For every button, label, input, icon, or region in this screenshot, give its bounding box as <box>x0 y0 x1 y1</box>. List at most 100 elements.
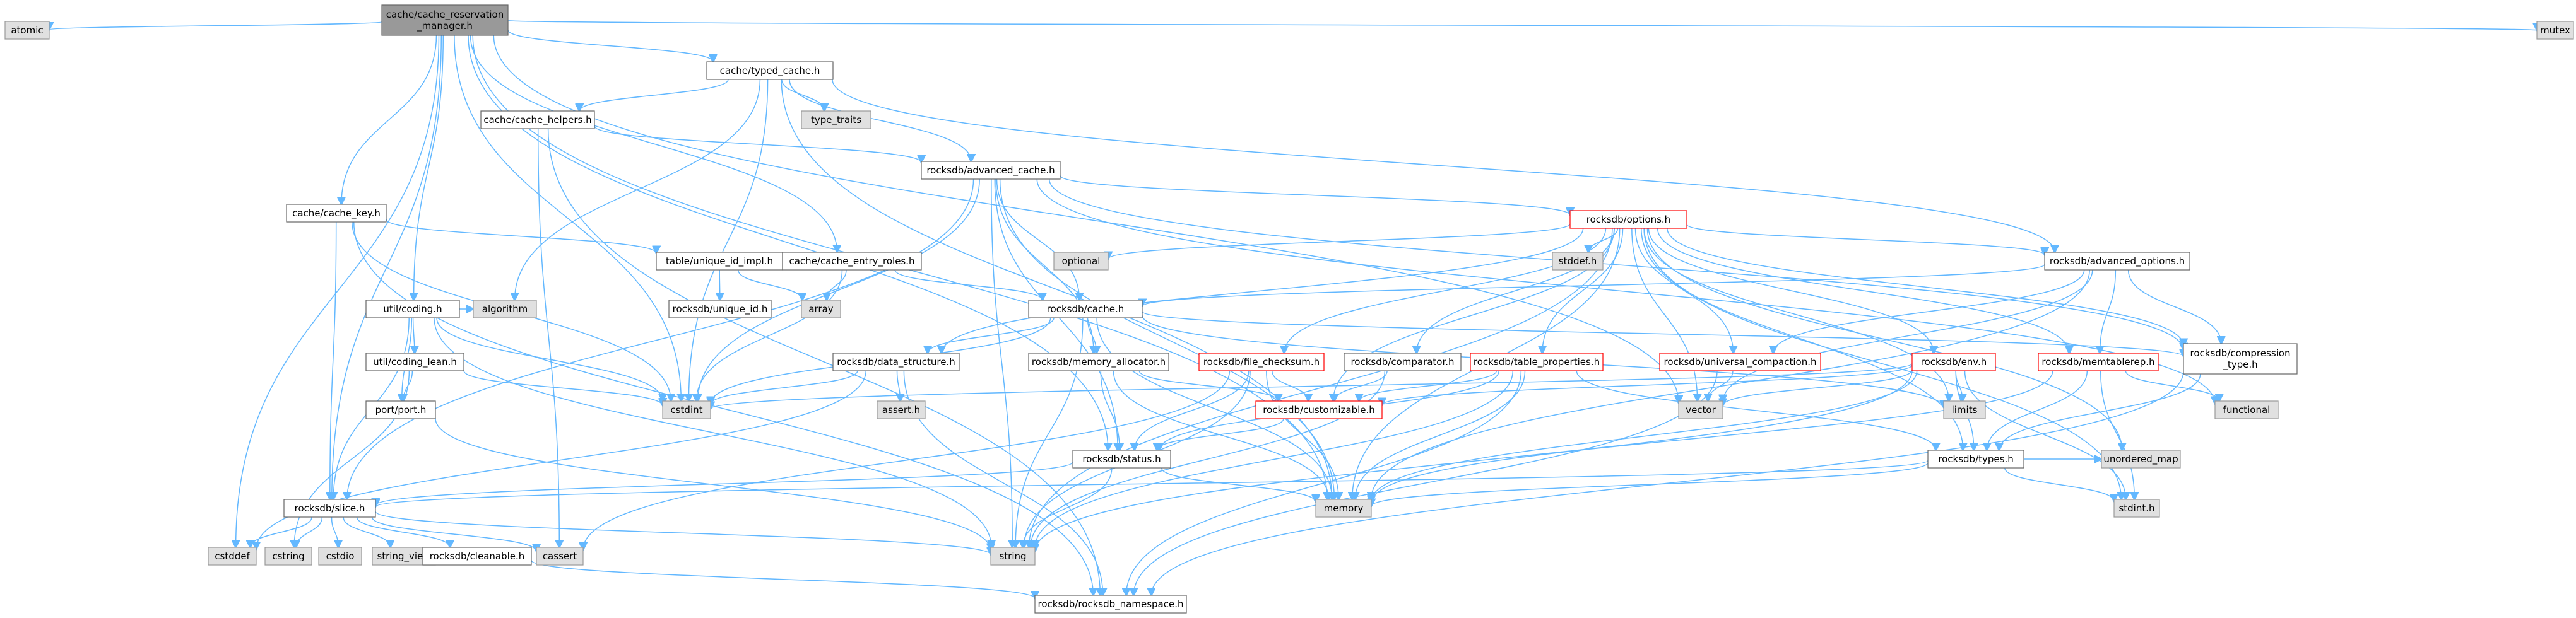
edge-file_checksum-to-customizable <box>1272 370 1308 401</box>
node-memory: memory <box>1315 499 1372 518</box>
node-box <box>706 61 834 80</box>
node-box <box>1034 595 1187 614</box>
node-label: cache/typed_cache.h <box>720 65 820 77</box>
node-label: cassert <box>543 551 577 562</box>
edge-typed_cache-to-advanced_options <box>832 79 2055 252</box>
node-box <box>536 547 584 566</box>
node-root[interactable]: cache/cache_reservation_manager.h <box>381 4 509 36</box>
edge-env-to-stdint_h <box>1964 370 2126 499</box>
node-memory-allocator[interactable]: rocksdb/memory_allocator.h <box>1028 353 1169 371</box>
node-universal-compaction[interactable]: rocksdb/universal_compaction.h <box>1659 353 1821 371</box>
edge-options-to-string <box>1029 228 1613 547</box>
node-label: rocksdb/slice.h <box>295 503 365 514</box>
node-stddef-h: stddef.h <box>1552 252 1604 271</box>
node-cache-entry-roles[interactable]: cache/cache_entry_roles.h <box>782 252 922 271</box>
node-label: util/coding_lean.h <box>373 356 457 368</box>
node-advanced-options[interactable]: rocksdb/advanced_options.h <box>2044 252 2190 271</box>
edge-options-to-file_checksum <box>1284 228 1607 353</box>
node-memtablerep[interactable]: rocksdb/memtablerep.h <box>2038 353 2159 371</box>
node-label: rocksdb/env.h <box>1921 356 1987 368</box>
node-coding[interactable]: util/coding.h <box>365 300 460 318</box>
node-label: optional <box>1062 255 1101 267</box>
node-type-traits: type_traits <box>801 110 871 129</box>
node-label: rocksdb/comparator.h <box>1350 356 1454 368</box>
node-slice[interactable]: rocksdb/slice.h <box>283 499 376 518</box>
node-label: rocksdb/table_properties.h <box>1474 356 1600 368</box>
edge-env-to-string <box>1035 370 1913 552</box>
edge-coding-to-string <box>434 317 991 547</box>
edge-env-to-memory <box>1371 370 1918 501</box>
edge-compression_type-to-types_h <box>1999 373 2201 450</box>
edge-advanced_cache-to-compression_type <box>1048 178 2183 350</box>
edge-coding_lean-to-cstdint <box>463 370 663 406</box>
edge-slice-to-cstdio <box>331 516 339 547</box>
edge-advanced_cache-to-cstdint <box>698 178 980 401</box>
node-cleanable[interactable]: rocksdb/cleanable.h <box>422 547 532 566</box>
node-table-properties[interactable]: rocksdb/table_properties.h <box>1470 353 1604 371</box>
node-comparator[interactable]: rocksdb/comparator.h <box>1344 353 1462 371</box>
edge-typed_cache-to-algorithm <box>515 79 761 300</box>
edge-cache_h-to-memory <box>1096 317 1332 499</box>
node-rocksdb-namespace[interactable]: rocksdb/rocksdb_namespace.h <box>1034 595 1187 614</box>
node-box <box>1470 353 1604 371</box>
node-cstddef: cstddef <box>208 547 257 566</box>
edge-file_checksum-to-cassert <box>583 370 1231 550</box>
node-cache-h[interactable]: rocksdb/cache.h <box>1028 300 1143 318</box>
node-cstdint: cstdint <box>662 400 711 419</box>
node-atomic: atomic <box>4 21 50 40</box>
node-label: rocksdb/customizable.h <box>1263 404 1375 416</box>
node-box <box>1659 353 1821 371</box>
node-label: cache/cache_entry_roles.h <box>789 255 914 267</box>
node-options[interactable]: rocksdb/options.h <box>1569 210 1687 229</box>
node-box <box>668 300 772 318</box>
node-data-structure[interactable]: rocksdb/data_structure.h <box>832 353 960 371</box>
edge-cache_h-to-data_structure <box>928 317 1055 353</box>
node-file-checksum[interactable]: rocksdb/file_checksum.h <box>1198 353 1325 371</box>
node-limits: limits <box>1943 400 1986 419</box>
node-label: cache/cache_reservation <box>386 9 504 21</box>
node-label: rocksdb/rocksdb_namespace.h <box>1038 598 1184 610</box>
node-port[interactable]: port/port.h <box>365 400 436 419</box>
node-box <box>2214 400 2279 419</box>
node-label: port/port.h <box>375 404 427 416</box>
node-label: rocksdb/advanced_options.h <box>2050 255 2185 267</box>
node-cassert: cassert <box>536 547 584 566</box>
node-box <box>473 300 537 318</box>
node-label: string <box>999 551 1026 562</box>
edge-table_properties-to-memory <box>1356 370 1526 499</box>
node-label: cstdint <box>670 404 702 416</box>
node-label: mutex <box>2540 25 2570 36</box>
node-label: cstddef <box>215 551 250 562</box>
node-box <box>1028 353 1169 371</box>
node-types-h[interactable]: rocksdb/types.h <box>1927 450 2024 469</box>
node-label: functional <box>2223 404 2271 416</box>
node-coding-lean[interactable]: util/coding_lean.h <box>365 353 464 371</box>
node-unique-id[interactable]: rocksdb/unique_id.h <box>668 300 772 318</box>
edge-options-to-stdint_h <box>1643 228 2121 499</box>
node-advanced-cache[interactable]: rocksdb/advanced_cache.h <box>921 161 1061 180</box>
node-cache-key[interactable]: cache/cache_key.h <box>286 204 387 223</box>
node-cstring: cstring <box>264 547 312 566</box>
node-mutex: mutex <box>2536 21 2574 40</box>
node-customizable[interactable]: rocksdb/customizable.h <box>1255 400 1383 419</box>
edge-memory_allocator-to-memory <box>1113 370 1328 499</box>
node-label: limits <box>1952 404 1978 416</box>
edge-cache_helpers-to-rocksdb_namespace <box>547 128 1101 595</box>
node-cache-helpers[interactable]: cache/cache_helpers.h <box>480 110 595 129</box>
edge-slice-to-string <box>375 511 991 554</box>
node-label: cstring <box>272 551 304 562</box>
edge-options-to-env <box>1648 228 1934 353</box>
node-typed-cache[interactable]: cache/typed_cache.h <box>706 61 834 80</box>
node-status[interactable]: rocksdb/status.h <box>1072 450 1171 469</box>
edge-cache_entry_roles-to-cstdint <box>697 269 843 401</box>
node-env[interactable]: rocksdb/env.h <box>1911 353 1996 371</box>
edge-status-to-memory <box>1161 467 1316 502</box>
edge-data_structure-to-cstdint <box>711 370 858 404</box>
node-label: stddef.h <box>1559 255 1597 267</box>
node-compression-type[interactable]: rocksdb/compression_type.h <box>2183 343 2298 375</box>
node-box <box>2113 499 2160 518</box>
node-label: stdint.h <box>2118 503 2154 514</box>
node-unique-id-impl[interactable]: table/unique_id_impl.h <box>656 252 783 271</box>
node-box <box>1678 400 1723 419</box>
